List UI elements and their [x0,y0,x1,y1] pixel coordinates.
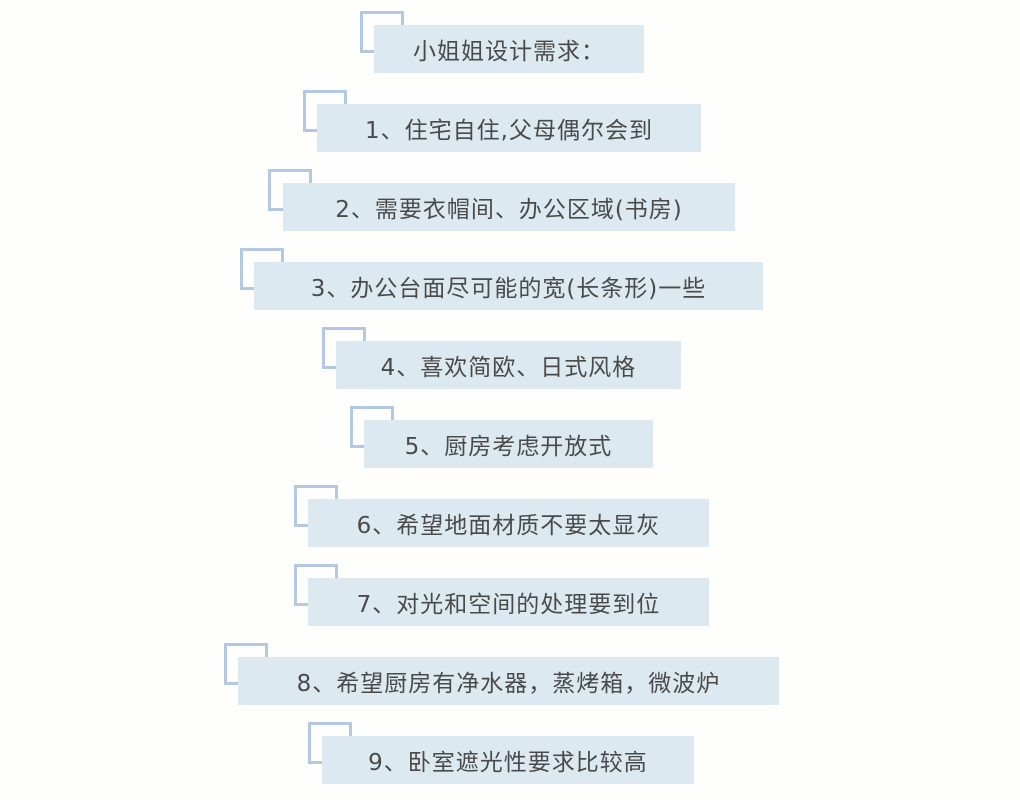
requirement-item: 4、喜欢简欧、日式风格 [336,341,681,389]
requirement-item: 9、卧室遮光性要求比较高 [322,736,694,784]
requirement-item: 6、希望地面材质不要太显灰 [308,499,709,547]
requirement-item: 5、厨房考虑开放式 [364,420,653,468]
requirement-item: 2、需要衣帽间、办公区域(书房) [283,183,735,231]
title-box: 小姐姐设计需求： [374,25,644,73]
requirement-item: 7、对光和空间的处理要到位 [308,578,709,626]
requirement-item: 8、希望厨房有净水器，蒸烤箱，微波炉 [238,657,779,705]
requirement-item: 3、办公台面尽可能的宽(长条形)一些 [254,262,763,310]
requirement-item: 1、住宅自住,父母偶尔会到 [317,104,701,152]
